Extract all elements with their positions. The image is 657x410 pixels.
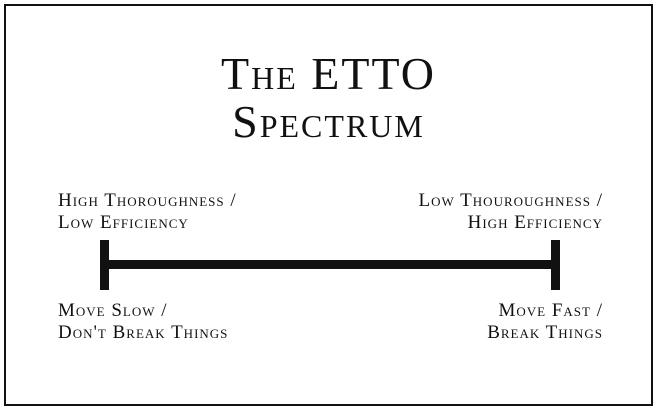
right-top-label: Low Thouroughness / High Efficiency (419, 190, 603, 234)
left-bottom-label: Move Slow / Don't Break Things (58, 300, 228, 344)
diagram-title-line-2: Spectrum (232, 96, 425, 147)
spectrum-left-cap (100, 240, 109, 290)
diagram-title-line-1: The ETTO (221, 48, 436, 99)
left-bottom-label-line-2: Don't Break Things (58, 322, 229, 343)
right-bottom-label-line-1: Move Fast / (498, 300, 603, 321)
right-bottom-label: Move Fast / Break Things (487, 300, 603, 344)
right-top-label-line-1: Low Thouroughness / (418, 190, 603, 211)
left-top-label-line-2: Low Efficiency (58, 212, 189, 233)
left-top-label: High Thoroughness / Low Efficiency (58, 190, 237, 234)
spectrum-right-cap (551, 240, 560, 290)
right-bottom-label-line-2: Break Things (487, 322, 603, 343)
left-bottom-label-line-1: Move Slow / (58, 300, 168, 321)
spectrum-line (105, 260, 559, 269)
diagram-frame: The ETTO Spectrum High Thoroughness / Lo… (4, 4, 653, 406)
left-top-label-line-1: High Thoroughness / (58, 190, 237, 211)
right-top-label-line-2: High Efficiency (467, 212, 603, 233)
